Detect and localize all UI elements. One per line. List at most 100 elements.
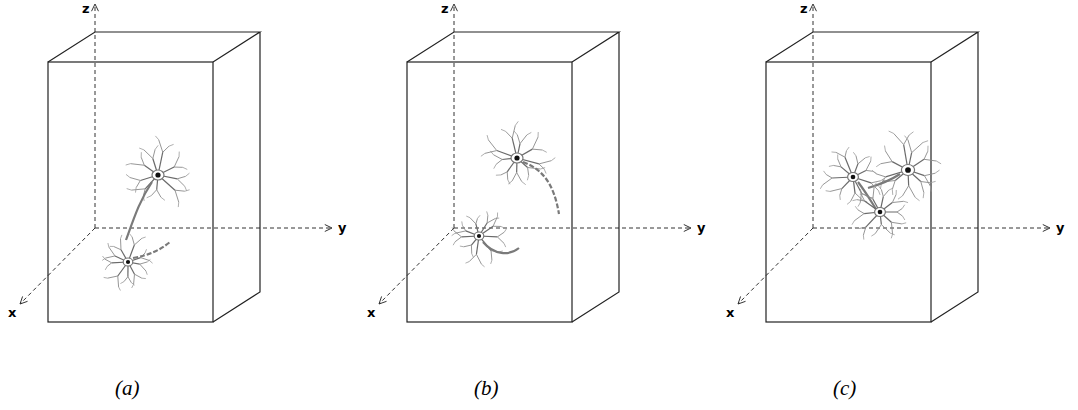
- dendrite-tip: [876, 164, 881, 167]
- dendrite-tip: [898, 196, 902, 199]
- cell-body: [901, 165, 914, 176]
- dendrite-tip: [915, 197, 919, 200]
- axon: [483, 242, 519, 253]
- arrow-head: [92, 4, 99, 11]
- nucleus: [851, 175, 856, 180]
- dendrite-tip: [902, 205, 904, 209]
- axis-label: z: [441, 2, 449, 15]
- dendrite-tip: [110, 246, 114, 247]
- dendrite-tip: [870, 157, 871, 161]
- dendrite-tip: [102, 258, 105, 260]
- dendrite-tip: [169, 144, 174, 146]
- dendrite-branch: [883, 190, 888, 196]
- dendrite-branch: [471, 245, 472, 254]
- dendrite-tip: [161, 197, 165, 200]
- dendrite-tip: [892, 189, 893, 194]
- dendrite-tip: [852, 221, 854, 225]
- dendrite-branch: [881, 225, 890, 234]
- dendrite-branch: [921, 181, 931, 182]
- dendrite-tip: [501, 129, 506, 131]
- dendrite-branch: [924, 173, 935, 175]
- dendrite-tip: [927, 146, 928, 151]
- dendrite-tip: [179, 152, 180, 157]
- dendrite-tip: [871, 234, 875, 236]
- dendrite-branch: [528, 167, 541, 169]
- cell-body: [152, 170, 164, 180]
- dendrite-tip: [487, 135, 488, 140]
- dendrite-tip: [891, 234, 892, 238]
- panel: [379, 4, 691, 322]
- dendrite-branch: [144, 150, 153, 159]
- cell-body: [474, 232, 484, 240]
- dendrite-branch: [130, 178, 140, 181]
- dendrite-tip: [829, 165, 833, 167]
- dendrite-branch: [881, 162, 892, 164]
- dendrite-branch: [833, 165, 841, 166]
- dendrite-branch: [174, 157, 179, 167]
- arrow-head: [379, 296, 387, 304]
- dendrite-tip: [538, 132, 539, 137]
- dendrite-branch: [826, 175, 832, 178]
- box-front: [766, 62, 931, 322]
- dendrite-branch: [493, 155, 502, 160]
- dendrite-branch: [858, 210, 864, 214]
- dendrite-tip: [936, 161, 941, 164]
- dendrite-branch: [894, 133, 904, 144]
- dendrite-branch: [476, 254, 481, 264]
- dendrite-branch: [506, 131, 513, 138]
- dendrite-branch: [856, 156, 858, 164]
- dendrite-branch: [866, 161, 871, 170]
- dendrite-tip: [902, 223, 906, 224]
- dendrite-branch: [863, 227, 865, 235]
- dendrite-tip: [465, 262, 469, 264]
- dendrite-tip: [860, 194, 864, 195]
- dendrite-branch: [904, 135, 909, 144]
- dendrite-tip: [873, 171, 877, 173]
- dendrite-branch: [517, 135, 520, 144]
- arrow-head: [1043, 225, 1050, 232]
- dendrite-branch: [830, 189, 842, 192]
- dendrite-tip: [852, 200, 856, 201]
- dendrite-tip: [142, 278, 146, 279]
- dendrite-tip: [514, 131, 517, 135]
- dendrite-branch: [497, 237, 504, 244]
- dendrite-tip: [522, 182, 526, 185]
- dendrite-branch: [528, 167, 529, 175]
- dendrite-branch: [892, 201, 903, 202]
- dendrite-tip: [878, 191, 880, 195]
- dendrite-tip: [481, 264, 484, 267]
- dendrite-branch: [177, 176, 185, 178]
- dendrite-branch: [892, 194, 896, 202]
- dendrite-branch: [512, 173, 516, 181]
- dendrite-branch: [859, 227, 866, 228]
- dendrite-tip: [855, 206, 858, 210]
- dendrite-tip: [185, 186, 187, 191]
- dendrite-tip: [155, 136, 158, 140]
- dendrite-branch: [854, 214, 864, 221]
- dendrite-tip: [491, 260, 492, 264]
- cell-body: [848, 173, 859, 182]
- dendrite-tip: [150, 261, 153, 264]
- dendrite-branch: [485, 151, 497, 154]
- dendrite-branch: [131, 189, 145, 190]
- dendrite-tip: [452, 227, 454, 231]
- dendrite-branch: [881, 190, 883, 197]
- axon: [858, 182, 878, 212]
- dendrite-branch: [921, 181, 924, 192]
- dendrite-tip: [126, 174, 130, 177]
- axis-label: y: [697, 221, 705, 234]
- dendrite-tip: [466, 216, 470, 218]
- panel: [20, 4, 332, 322]
- dendrite-tip: [508, 180, 510, 184]
- arrow-head: [20, 296, 28, 304]
- dendrite-tip: [104, 277, 108, 279]
- dendrite-tip: [923, 141, 928, 143]
- dendrite-tip: [527, 175, 528, 180]
- dendrite-branch: [153, 149, 155, 158]
- dendrite-tip: [494, 164, 496, 168]
- dendrite-branch: [539, 161, 551, 164]
- axis-label: z: [800, 2, 808, 15]
- dendrite-branch: [469, 254, 476, 261]
- dendrite-tip: [146, 271, 147, 275]
